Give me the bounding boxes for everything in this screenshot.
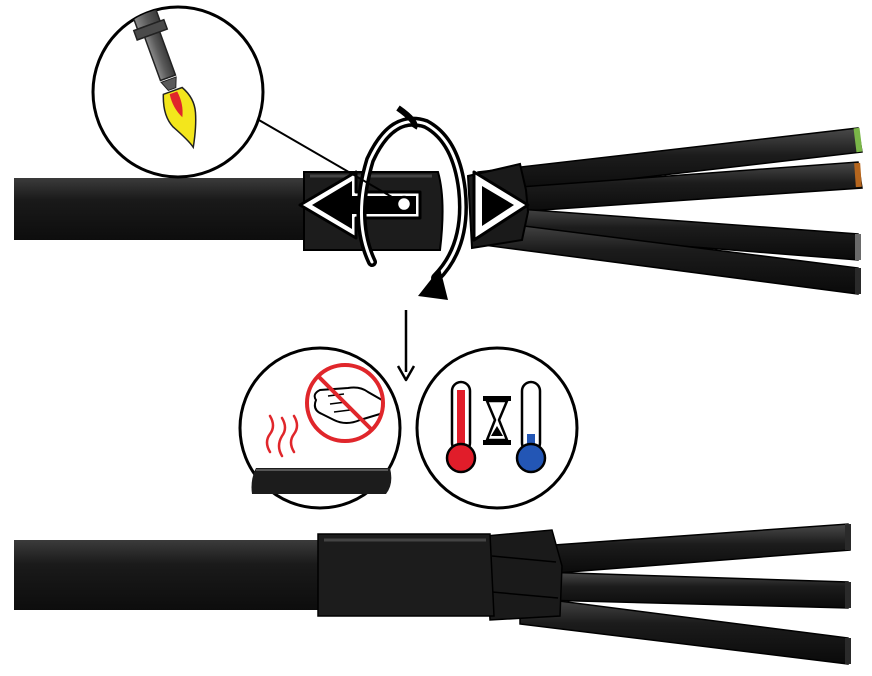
rotate-arrow-icon: [356, 105, 468, 300]
finished-sleeve: [317, 533, 495, 617]
torch-callout: [91, 5, 265, 179]
step-3-finished-breakout: [14, 523, 851, 665]
torch-leader-line: [251, 115, 405, 205]
heat-point: [395, 195, 413, 213]
hourglass-icon: [483, 396, 511, 445]
cooling-time-icon: [415, 346, 579, 510]
main-cable-step3: [14, 540, 322, 610]
thermometer-cold-icon: [515, 380, 547, 474]
main-cable-step1: [14, 178, 314, 240]
finished-core-2: [539, 571, 849, 609]
step1-cores: [475, 127, 863, 295]
finished-fingers: [485, 529, 563, 621]
thermometer-hot-icon: [445, 380, 477, 474]
step-2: [238, 346, 579, 510]
flow-arrow-down: [396, 310, 416, 382]
step-1: [14, 5, 863, 300]
no-touch-hot-icon: [238, 346, 402, 510]
finished-core-1: [539, 523, 851, 575]
